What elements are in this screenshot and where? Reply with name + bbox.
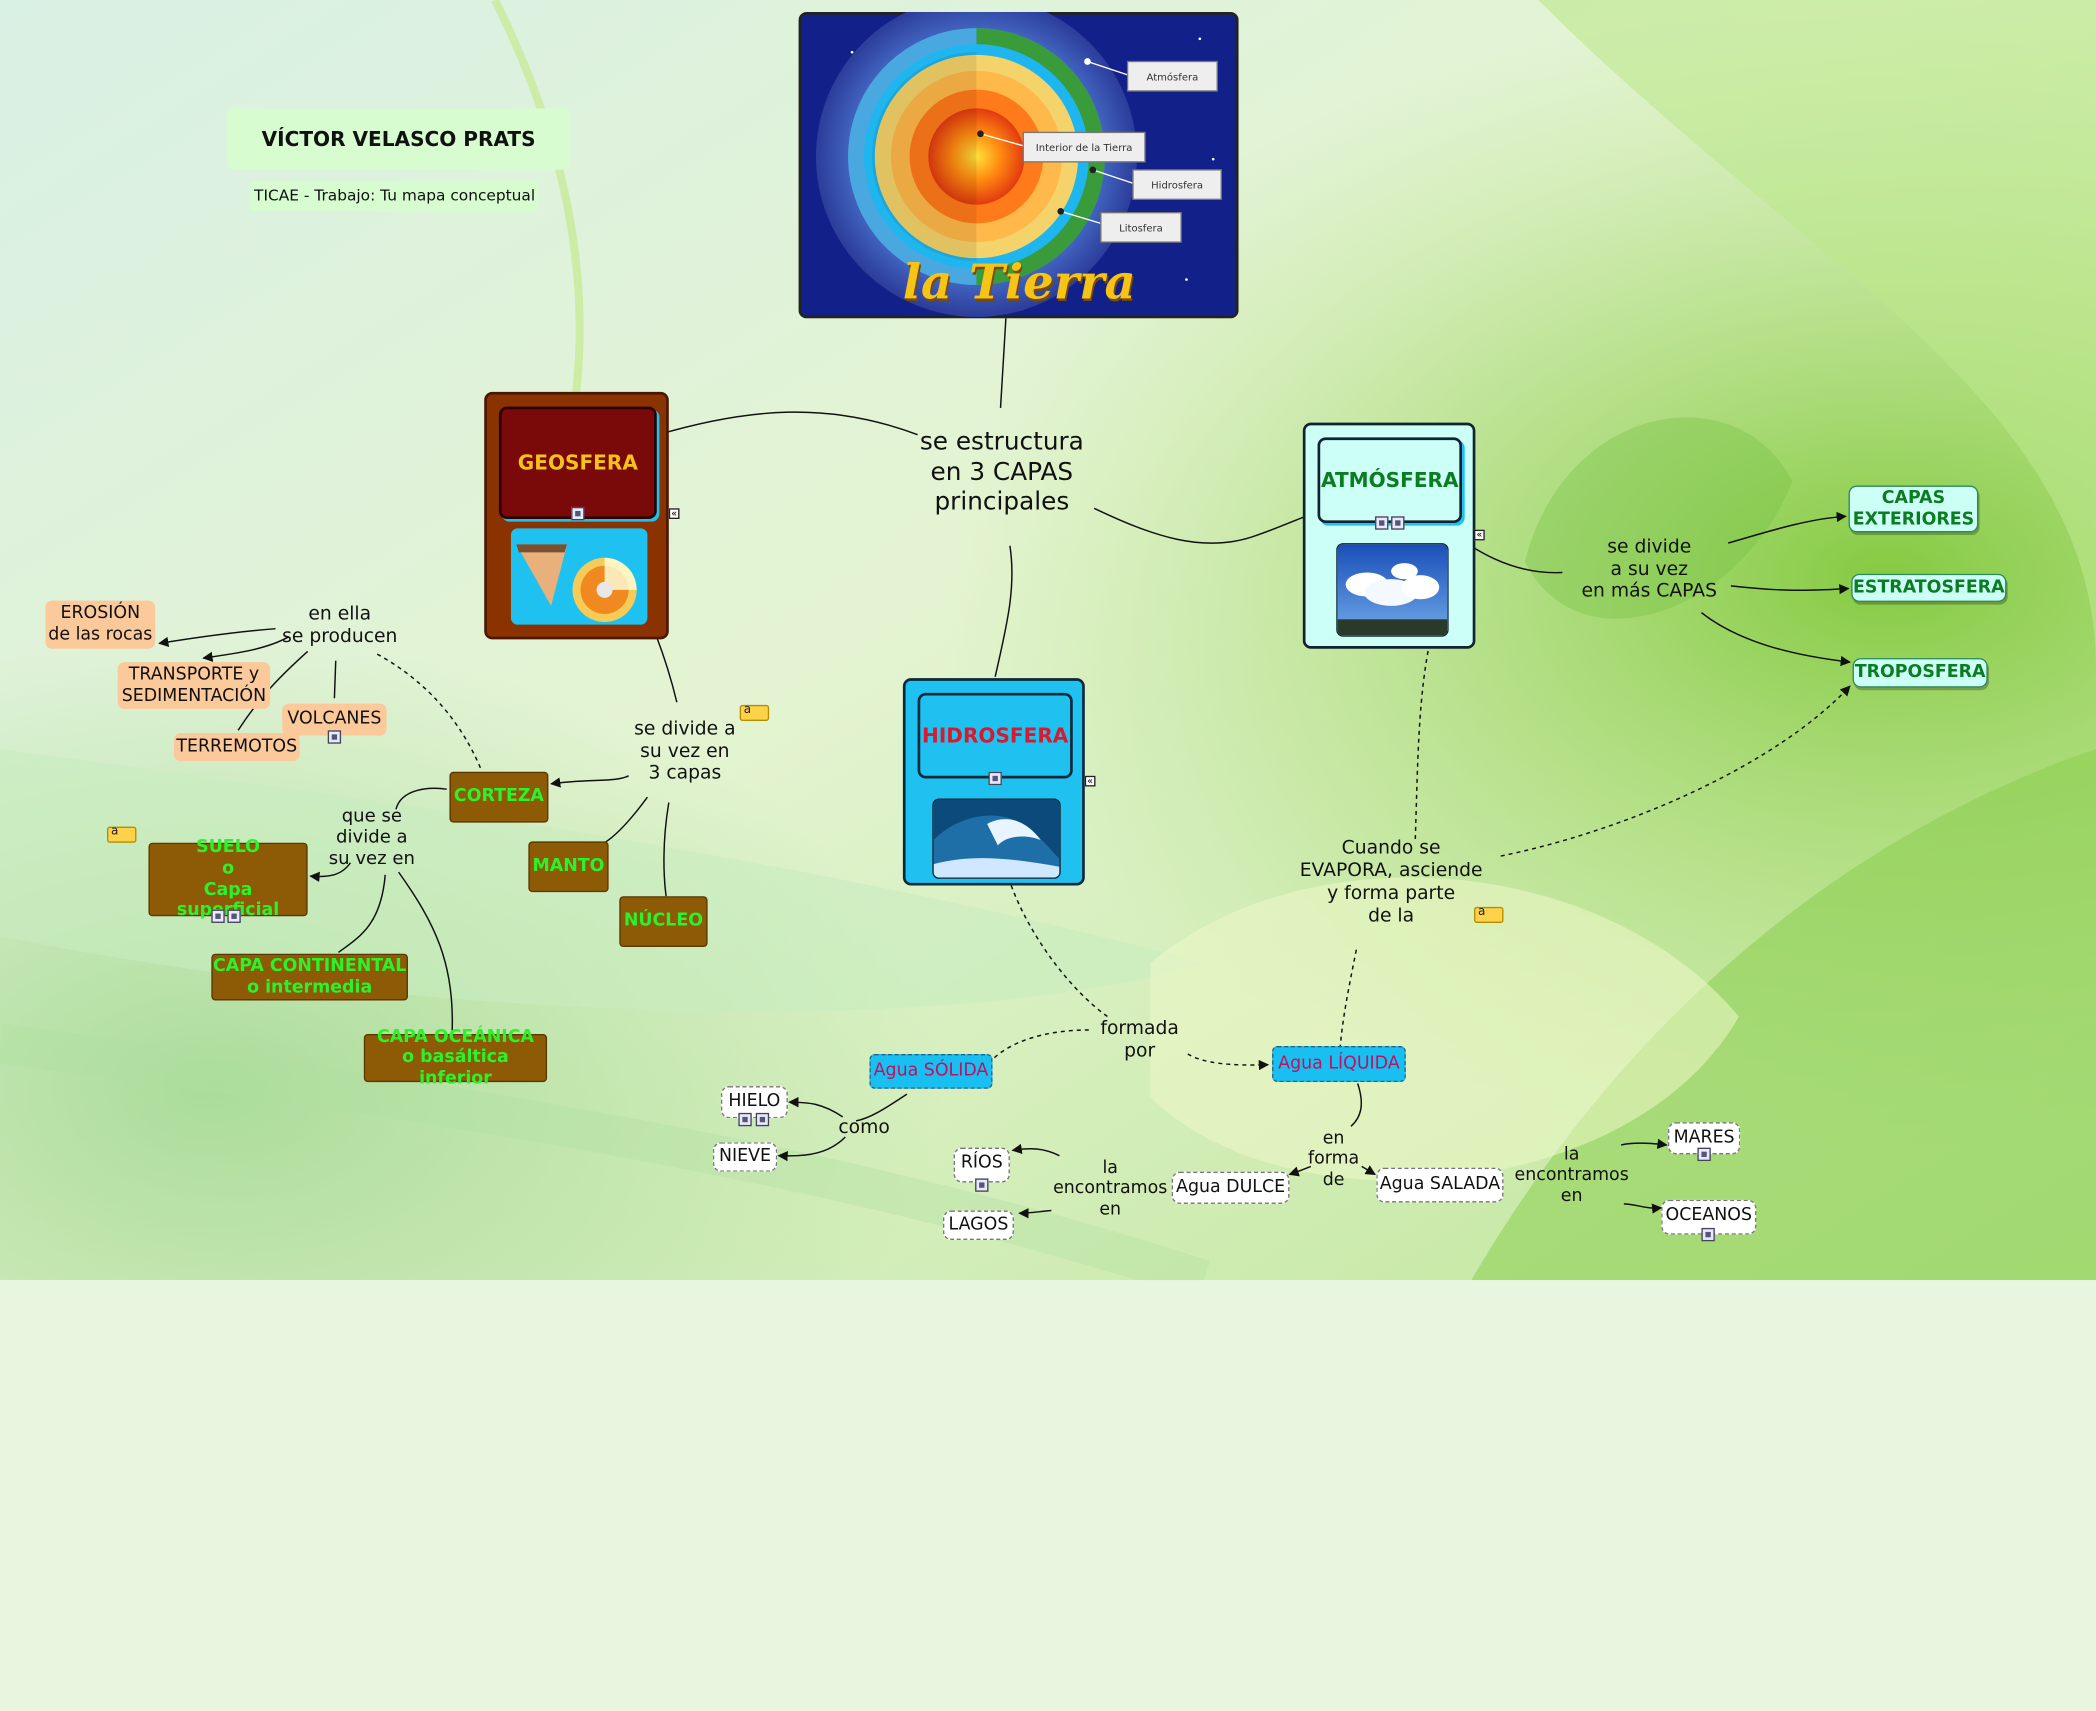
hidrosfera-card[interactable]: HIDROSFERA: [902, 678, 1085, 886]
layer-manto[interactable]: MANTO: [528, 841, 609, 893]
phenomenon-transporte[interactable]: TRANSPORTE y SEDIMENTACIÓN: [117, 662, 271, 709]
hidrosfera-collapse-icon[interactable]: «: [1084, 775, 1096, 787]
suelo-map-icon[interactable]: [227, 909, 241, 923]
corteza-oceanica[interactable]: CAPA OCEÁNICA o basáltica inferior: [363, 1027, 548, 1089]
author-subtitle: TICAE - Trabajo: Tu mapa conceptual: [250, 180, 540, 212]
earth-title: la Tierra: [902, 254, 1136, 311]
dulce-encontramos-label[interactable]: la encontramos en: [1053, 1157, 1168, 1220]
atmosfera-divide-label[interactable]: se divide a su vez en más CAPAS: [1581, 536, 1717, 603]
hidrosfera-doc-icon[interactable]: [988, 771, 1002, 786]
forma-label[interactable]: en forma de: [1307, 1128, 1360, 1191]
geosfera-title[interactable]: GEOSFERA: [498, 406, 657, 519]
salada-encontramos-label[interactable]: la encontramos en: [1514, 1144, 1629, 1207]
como-label[interactable]: como: [838, 1116, 890, 1138]
geosfera-divide-label[interactable]: se divide a su vez en 3 capas: [634, 718, 736, 785]
atmosfera-map-icon[interactable]: [1391, 516, 1405, 530]
salada-oceanos[interactable]: OCEANOS: [1661, 1199, 1757, 1235]
hielo-image-icon[interactable]: [738, 1112, 752, 1127]
mares-image-icon[interactable]: [1697, 1147, 1711, 1162]
geosfera-card[interactable]: GEOSFERA: [484, 391, 669, 640]
earth-label-litosfera: Litosfera: [1119, 221, 1163, 234]
author-name: VÍCTOR VELASCO PRATS: [227, 108, 570, 170]
geosfera-image: [510, 528, 648, 625]
rios-image-icon[interactable]: [975, 1178, 989, 1192]
phenomenon-terremotos[interactable]: TERREMOTOS: [173, 733, 300, 762]
atmosfera-title[interactable]: ATMÓSFERA: [1317, 437, 1462, 524]
formada-label[interactable]: formada por: [1100, 1018, 1179, 1063]
troposfera[interactable]: TROPOSFERA: [1852, 658, 1988, 688]
layer-nucleo[interactable]: NÚCLEO: [619, 896, 708, 948]
dulce-rios[interactable]: RÍOS: [953, 1147, 1010, 1183]
corteza-divide-label[interactable]: que se divide a su vez en: [328, 804, 415, 870]
geosfera-doc-icon[interactable]: [571, 506, 585, 521]
note-icon-3[interactable]: [1474, 906, 1504, 923]
geosfera-collapse-icon[interactable]: «: [668, 508, 680, 519]
atmosfera-collapse-icon[interactable]: «: [1474, 529, 1485, 541]
hielo-image-icon-2[interactable]: [755, 1112, 770, 1127]
oceanos-doc-icon[interactable]: [1701, 1227, 1715, 1242]
estratosfera[interactable]: ESTRATOSFERA: [1851, 573, 2007, 602]
earth-label-hidrosfera: Hidrosfera: [1151, 178, 1204, 191]
agua-solida[interactable]: Agua SÓLIDA: [869, 1054, 993, 1089]
atmosfera-card[interactable]: ATMÓSFERA: [1302, 422, 1476, 649]
produce-label[interactable]: en ella se producen: [282, 603, 398, 648]
concept-links: [158, 318, 1851, 1219]
volcanes-image-icon[interactable]: [327, 730, 342, 744]
corteza-continental[interactable]: CAPA CONTINENTAL o intermedia: [211, 953, 408, 1001]
hidrosfera-image: [932, 798, 1061, 879]
note-icon-2[interactable]: [107, 825, 137, 843]
dulce-lagos[interactable]: LAGOS: [943, 1210, 1014, 1240]
corteza-suelo[interactable]: SUELO o Capa superficial: [148, 838, 308, 920]
atmosfera-image: [1336, 543, 1449, 637]
hidrosfera-title[interactable]: HIDROSFERA: [917, 692, 1073, 779]
earth-image[interactable]: Atmósfera Interior de la Tierra Hidrosfe…: [798, 12, 1239, 319]
agua-salada[interactable]: Agua SALADA: [1376, 1167, 1504, 1203]
note-icon[interactable]: [739, 704, 770, 721]
agua-dulce[interactable]: Agua DULCE: [1171, 1171, 1290, 1204]
center-label[interactable]: se estructura en 3 CAPAS principales: [919, 428, 1084, 517]
capas-exteriores[interactable]: CAPAS EXTERIORES: [1848, 485, 1979, 533]
solida-nieve[interactable]: NIEVE: [712, 1142, 778, 1172]
evapora-label[interactable]: Cuando se EVAPORA, asciende y forma part…: [1299, 837, 1483, 927]
atmosfera-doc-icon[interactable]: [1375, 516, 1389, 530]
layer-corteza[interactable]: CORTEZA: [449, 771, 549, 823]
phenomenon-erosion[interactable]: EROSIÓN de las rocas: [45, 600, 156, 649]
solida-hielo[interactable]: HIELO: [720, 1086, 788, 1119]
agua-liquida[interactable]: Agua LÍQUIDA: [1272, 1046, 1406, 1083]
earth-label-atmosfera: Atmósfera: [1146, 70, 1199, 83]
suelo-doc-icon[interactable]: [211, 909, 225, 923]
earth-label-interior: Interior de la Tierra: [1035, 141, 1133, 154]
